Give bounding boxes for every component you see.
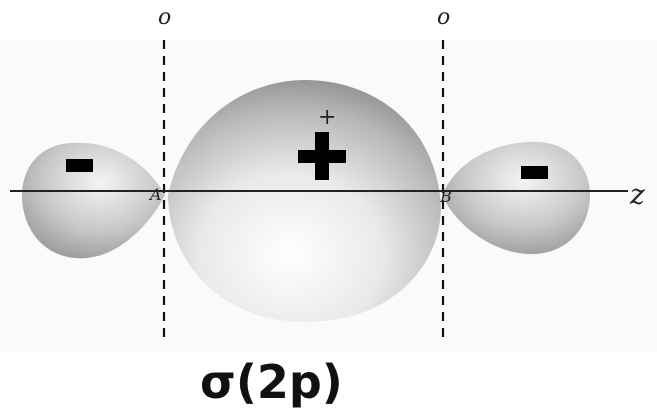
plus-sign-icon	[298, 132, 346, 180]
minus-sign-icon-right	[521, 166, 548, 179]
nucleus-a-label: A	[148, 185, 162, 204]
small-plus-sign: +	[318, 105, 336, 130]
left-lobe	[22, 142, 165, 259]
nodal-plane-label-right: o	[437, 5, 450, 30]
axis-label: z	[629, 178, 645, 211]
minus-sign-icon-left	[66, 159, 93, 172]
nodal-plane-label-left: o	[158, 5, 171, 30]
right-lobe	[442, 141, 590, 255]
center-lobe	[168, 80, 441, 323]
caption: σ(2p)	[200, 355, 343, 409]
nucleus-b-label: B	[439, 187, 452, 206]
